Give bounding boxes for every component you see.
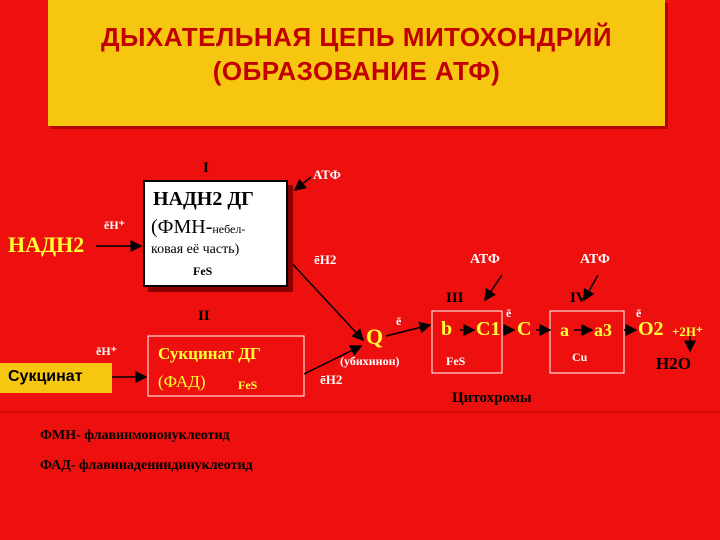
complex2-fes: FeS: [238, 378, 258, 392]
legend-fad: ФАД- флавинадениндинуклеотид: [40, 458, 253, 473]
eh2-bottom: ēН2: [320, 372, 343, 387]
complex2-outline: [147, 335, 305, 397]
complex3-b: b: [441, 318, 453, 340]
arrow-c2-q: [303, 345, 363, 375]
o2-label: O2: [638, 318, 664, 340]
q-label: Q: [366, 324, 384, 349]
complex1-name: НАДН2 ДГ: [153, 188, 254, 210]
arrow-atf3: [583, 274, 599, 302]
complex3-roman: III: [446, 290, 464, 306]
succinate-box: Сукцинат: [0, 363, 112, 393]
complex3-outline: [431, 310, 503, 374]
c-label: C: [517, 318, 532, 340]
complex3-fes: FeS: [446, 354, 466, 368]
e-h-mid: ēН⁺: [96, 344, 117, 358]
e-3: ē: [636, 306, 642, 320]
complex4-a: a: [560, 320, 569, 340]
complex4-outline: [549, 310, 625, 374]
title-line-1: ДЫХАТЕЛЬНАЯ ЦЕПЬ МИТОХОНДРИЙ: [100, 22, 613, 52]
e-h-top: ēН⁺: [104, 218, 125, 232]
atf-1: АТФ: [313, 167, 341, 182]
cytochromes-label: Цитохромы: [452, 390, 532, 406]
eh2-top: ēН2: [314, 252, 337, 267]
title-banner: ДЫХАТЕЛЬНАЯ ЦЕПЬ МИТОХОНДРИЙ (ОБРАЗОВАНИ…: [48, 0, 665, 126]
complex2-fad: (ФАД): [158, 372, 206, 391]
complex1-fes: FeS: [193, 264, 213, 278]
complex1-roman: I: [203, 160, 209, 176]
atf-3: АТФ: [580, 252, 610, 267]
arrow-c1-q: [285, 256, 365, 342]
title-line-2: (ОБРАЗОВАНИЕ АТФ): [212, 56, 501, 86]
complex4-a3: a3: [594, 320, 612, 340]
complex2-name: Сукцинат ДГ: [158, 344, 261, 363]
complex1-fmn-line2: ковая её часть): [151, 242, 240, 257]
succinate-label: Сукцинат: [8, 368, 83, 385]
nadh2-label: НАДН2: [8, 232, 85, 257]
q-caption: (убихинон): [340, 354, 400, 368]
complex1-fmn: (ФМН-: [151, 216, 213, 238]
arrow-atf1: [293, 176, 312, 191]
arrow-q-c3: [385, 321, 432, 337]
h2o-label: H2O: [656, 354, 691, 373]
complex1-fmn-small: небел-: [212, 222, 246, 236]
complex4-cu: Cu: [572, 350, 588, 364]
complex2-roman: II: [198, 308, 210, 324]
plus-2h: +2H⁺: [672, 324, 703, 339]
complex1-box: НАДН2 ДГ (ФМН-небел- ковая её часть) FeS: [143, 180, 288, 287]
arrow-atf2: [484, 274, 503, 302]
e-2: ē: [506, 306, 512, 320]
complex4-roman: IV: [570, 290, 587, 306]
legend-fmn: ФМН- флавинмононуклеотид: [40, 428, 230, 443]
atf-2: АТФ: [470, 252, 500, 267]
complex3-c1: C1: [476, 318, 501, 340]
e-1: ē: [396, 314, 402, 328]
